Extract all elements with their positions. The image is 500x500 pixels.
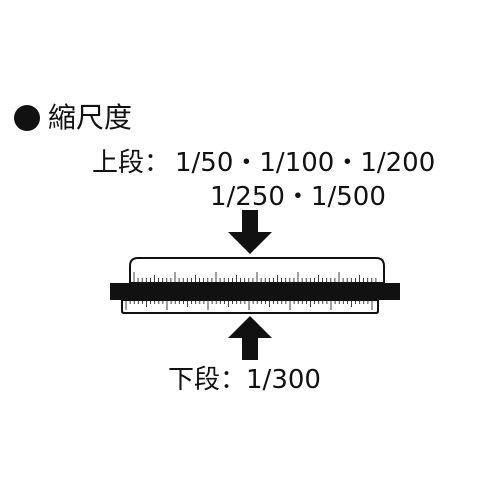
scale-ruler xyxy=(110,257,400,314)
ruler-center-bar xyxy=(110,283,400,300)
ruler-lower-face xyxy=(121,299,379,314)
ruler-upper-face xyxy=(129,257,385,284)
bullet-icon xyxy=(14,105,40,131)
up-arrow-icon xyxy=(228,316,272,360)
lower-tier-label: 下段： xyxy=(168,365,247,395)
lower-tier-scale: 1/300 xyxy=(246,365,321,395)
lower-tier: 下段：1/300 xyxy=(168,367,321,393)
down-arrow-icon xyxy=(228,210,272,254)
heading: 縮尺度 xyxy=(14,104,132,132)
upper-tier-scales-line2: 1/250・1/500 xyxy=(210,182,386,212)
upper-tier-scales-line1: 1/50・1/100・1/200 xyxy=(175,148,436,178)
heading-title: 縮尺度 xyxy=(48,101,133,134)
upper-tier-label: 上段： xyxy=(92,148,171,178)
